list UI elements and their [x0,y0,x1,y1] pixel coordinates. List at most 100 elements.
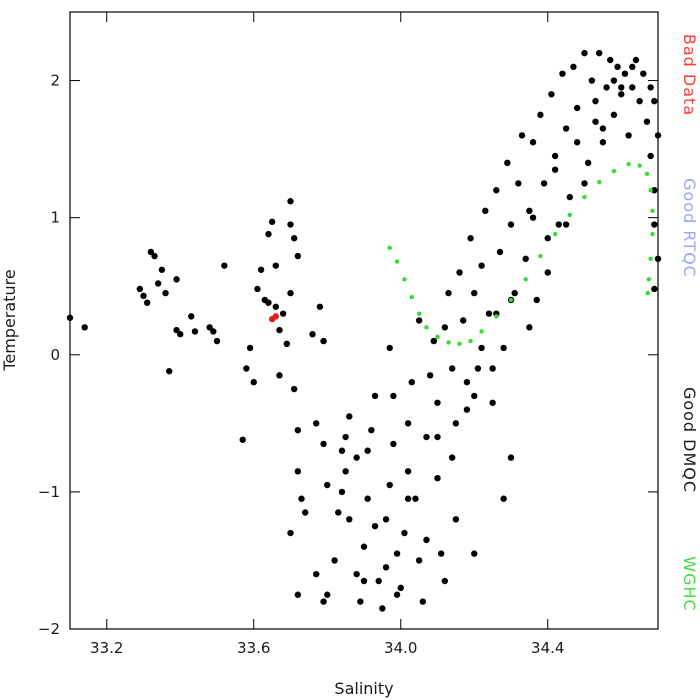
data-point-good-dmqc [467,235,474,242]
data-point-good-dmqc [445,289,452,297]
data-point-good-dmqc [533,296,540,304]
data-point-good-dmqc [632,56,640,64]
data-point-good-dmqc [625,132,632,139]
data-point-wghc [435,334,440,340]
data-point-good-dmqc [276,326,283,334]
data-point-good-dmqc [346,413,353,420]
data-point-good-dmqc [393,591,401,598]
data-point-wghc [637,163,642,168]
x-tick-label: 33.2 [90,639,123,657]
data-point-good-dmqc [434,433,441,441]
data-point-good-dmqc [342,433,349,441]
data-point-good-dmqc [290,235,298,242]
data-point-good-dmqc [610,111,618,119]
data-point-good-dmqc [177,331,184,338]
y-tick-label: 0 [50,346,60,364]
data-point-good-dmqc [651,187,658,194]
data-point-good-dmqc [651,285,658,293]
data-point-good-dmqc [155,280,162,287]
data-point-good-dmqc [559,70,566,77]
data-point-good-dmqc [415,317,423,324]
data-point-good-dmqc [371,392,379,400]
data-point-good-dmqc [188,313,195,320]
data-point-wghc [508,297,514,303]
data-point-good-dmqc [654,132,662,139]
data-point-good-dmqc [423,433,430,441]
legend-wghc: WGHC [680,556,699,611]
data-point-wghc [457,341,462,347]
data-point-good-dmqc [463,406,471,413]
data-point-good-dmqc [544,269,551,276]
data-point-good-dmqc [544,235,551,242]
data-point-good-dmqc [504,159,511,167]
data-point-good-dmqc [368,426,375,434]
data-point-good-dmqc [562,221,570,228]
data-point-good-dmqc [136,285,144,293]
data-point-good-dmqc [588,77,596,84]
data-point-wghc [646,277,652,282]
data-point-good-dmqc [287,221,294,228]
data-point-good-dmqc [419,598,426,605]
data-point-good-dmqc [437,550,445,557]
data-point-good-dmqc [463,379,471,386]
legend: Bad Data Good RTQC Good DMQC WGHC [680,34,699,612]
data-point-wghc [446,340,451,345]
data-point-good-dmqc [290,385,298,393]
data-point-good-dmqc [279,310,287,317]
data-point-wghc [394,259,400,264]
data-point-good-dmqc [313,420,320,427]
data-point-good-dmqc [500,344,507,352]
data-point-good-dmqc [173,276,180,283]
data-point-good-dmqc [607,56,614,64]
data-point-good-dmqc [324,481,331,489]
data-point-wghc [424,325,429,330]
data-point-good-dmqc [449,454,456,461]
data-point-wghc [611,168,617,174]
y-tick-label: −1 [38,483,60,501]
data-point-good-dmqc [353,454,360,461]
data-point-good-dmqc [309,331,316,338]
data-point-good-dmqc [254,285,261,293]
data-point-good-dmqc [500,495,507,502]
data-point-good-dmqc [537,111,544,119]
data-point-wghc [468,338,473,344]
y-tick-label: −2 [38,620,60,638]
data-point-wghc [650,231,655,237]
data-point-good-dmqc [272,303,279,310]
data-point-good-dmqc [250,379,257,386]
data-point-good-dmqc [636,97,643,105]
data-point-wghc [523,277,528,282]
data-point-good-dmqc [210,328,217,335]
data-point-good-dmqc [364,447,371,454]
data-point-wghc [479,329,484,334]
data-point-good-dmqc [515,180,522,187]
data-point-good-dmqc [562,125,570,132]
data-point-good-dmqc [592,118,599,125]
data-point-good-dmqc [570,63,577,71]
data-point-good-dmqc [647,84,654,91]
data-point-good-dmqc [173,326,180,334]
data-point-good-dmqc [426,372,434,379]
data-point-good-dmqc [346,516,353,523]
data-point-good-dmqc [294,252,302,260]
data-point-good-dmqc [360,543,368,550]
data-point-good-dmqc [452,420,460,427]
data-point-good-dmqc [441,324,449,331]
data-point-wghc [567,212,572,218]
data-point-good-dmqc [357,598,364,605]
data-point-good-dmqc [526,324,533,331]
data-point-good-dmqc [404,420,412,427]
data-point-good-dmqc [489,399,496,406]
data-point-wghc [626,161,631,167]
data-point-good-dmqc [393,550,401,557]
data-point-good-dmqc [287,529,294,537]
data-point-good-dmqc [511,289,518,297]
data-point-good-dmqc [162,289,169,297]
data-point-good-dmqc [404,495,412,502]
data-point-wghc [552,231,558,237]
data-point-good-dmqc [596,49,603,57]
data-point-good-dmqc [573,139,581,146]
data-point-good-dmqc [386,481,393,489]
data-point-good-dmqc [239,436,246,443]
data-point-wghc [648,188,653,193]
